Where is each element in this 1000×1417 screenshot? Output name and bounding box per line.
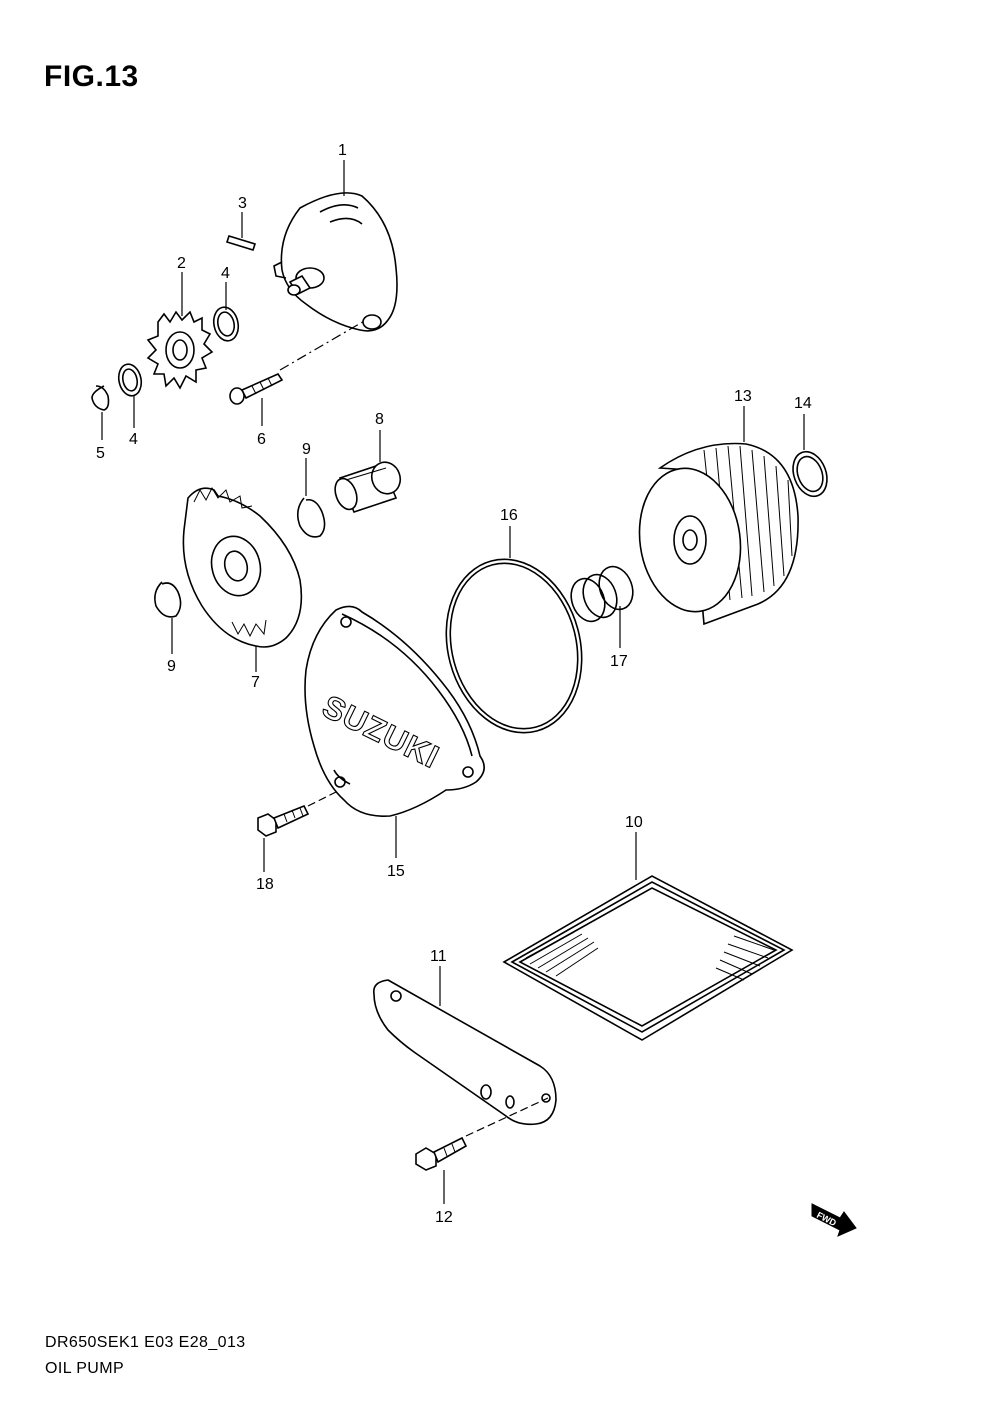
part-7-large-gear	[182, 486, 303, 648]
callout-13: 13	[734, 388, 752, 405]
part-8-shaft	[334, 461, 402, 513]
part-18-bolt	[257, 791, 337, 837]
part-10-oil-strainer	[502, 875, 794, 1041]
callout-5: 5	[96, 445, 105, 462]
callout-12: 12	[435, 1209, 453, 1226]
callout-3: 3	[238, 195, 247, 212]
diagram-name: OIL PUMP	[45, 1360, 125, 1377]
part-17-spring	[570, 565, 634, 623]
fwd-direction-arrow: FWD	[811, 1203, 857, 1237]
part-2-gear	[146, 310, 214, 390]
part-9-circlip-upper	[296, 497, 326, 538]
leader-lines	[101, 160, 805, 1204]
callout-9-upper: 9	[302, 441, 311, 458]
callout-14: 14	[794, 395, 812, 412]
callout-11: 11	[430, 948, 447, 965]
figure-title: FIG.13	[44, 60, 139, 93]
part-12-bolt	[415, 1097, 549, 1171]
callout-6: 6	[257, 431, 266, 448]
callout-4-upper: 4	[221, 265, 230, 282]
part-3-pin	[225, 235, 257, 251]
part-11-plate	[372, 979, 557, 1126]
callout-15: 15	[387, 863, 405, 880]
part-5-circlip	[91, 385, 110, 411]
part-14-o-ring	[792, 450, 828, 498]
part-6-screw	[229, 319, 367, 405]
part-13-oil-filter	[638, 442, 799, 626]
callout-10: 10	[625, 814, 643, 831]
callout-17: 17	[610, 653, 628, 670]
part-16-gasket-ring	[445, 558, 583, 734]
callout-18: 18	[256, 876, 274, 893]
part-15-filter-cover: SUZUKI	[304, 605, 485, 817]
part-4-washer-lower	[117, 363, 143, 397]
callouts: 1 3 2 4 5 4 6 8 9 9 7 13 14 16 17 15 18 …	[96, 142, 812, 1226]
part-1-pump-body	[273, 192, 398, 332]
callout-1: 1	[338, 142, 347, 159]
callout-2: 2	[177, 255, 186, 272]
callout-8: 8	[375, 411, 384, 428]
callout-4-lower: 4	[129, 431, 138, 448]
diagram-code: DR650SEK1 E03 E28_013	[45, 1334, 246, 1351]
part-9-circlip-lower	[154, 581, 182, 618]
callout-16: 16	[500, 507, 518, 524]
callout-7: 7	[251, 674, 260, 691]
part-4-washer-upper	[212, 306, 240, 342]
callout-9-lower: 9	[167, 658, 176, 675]
